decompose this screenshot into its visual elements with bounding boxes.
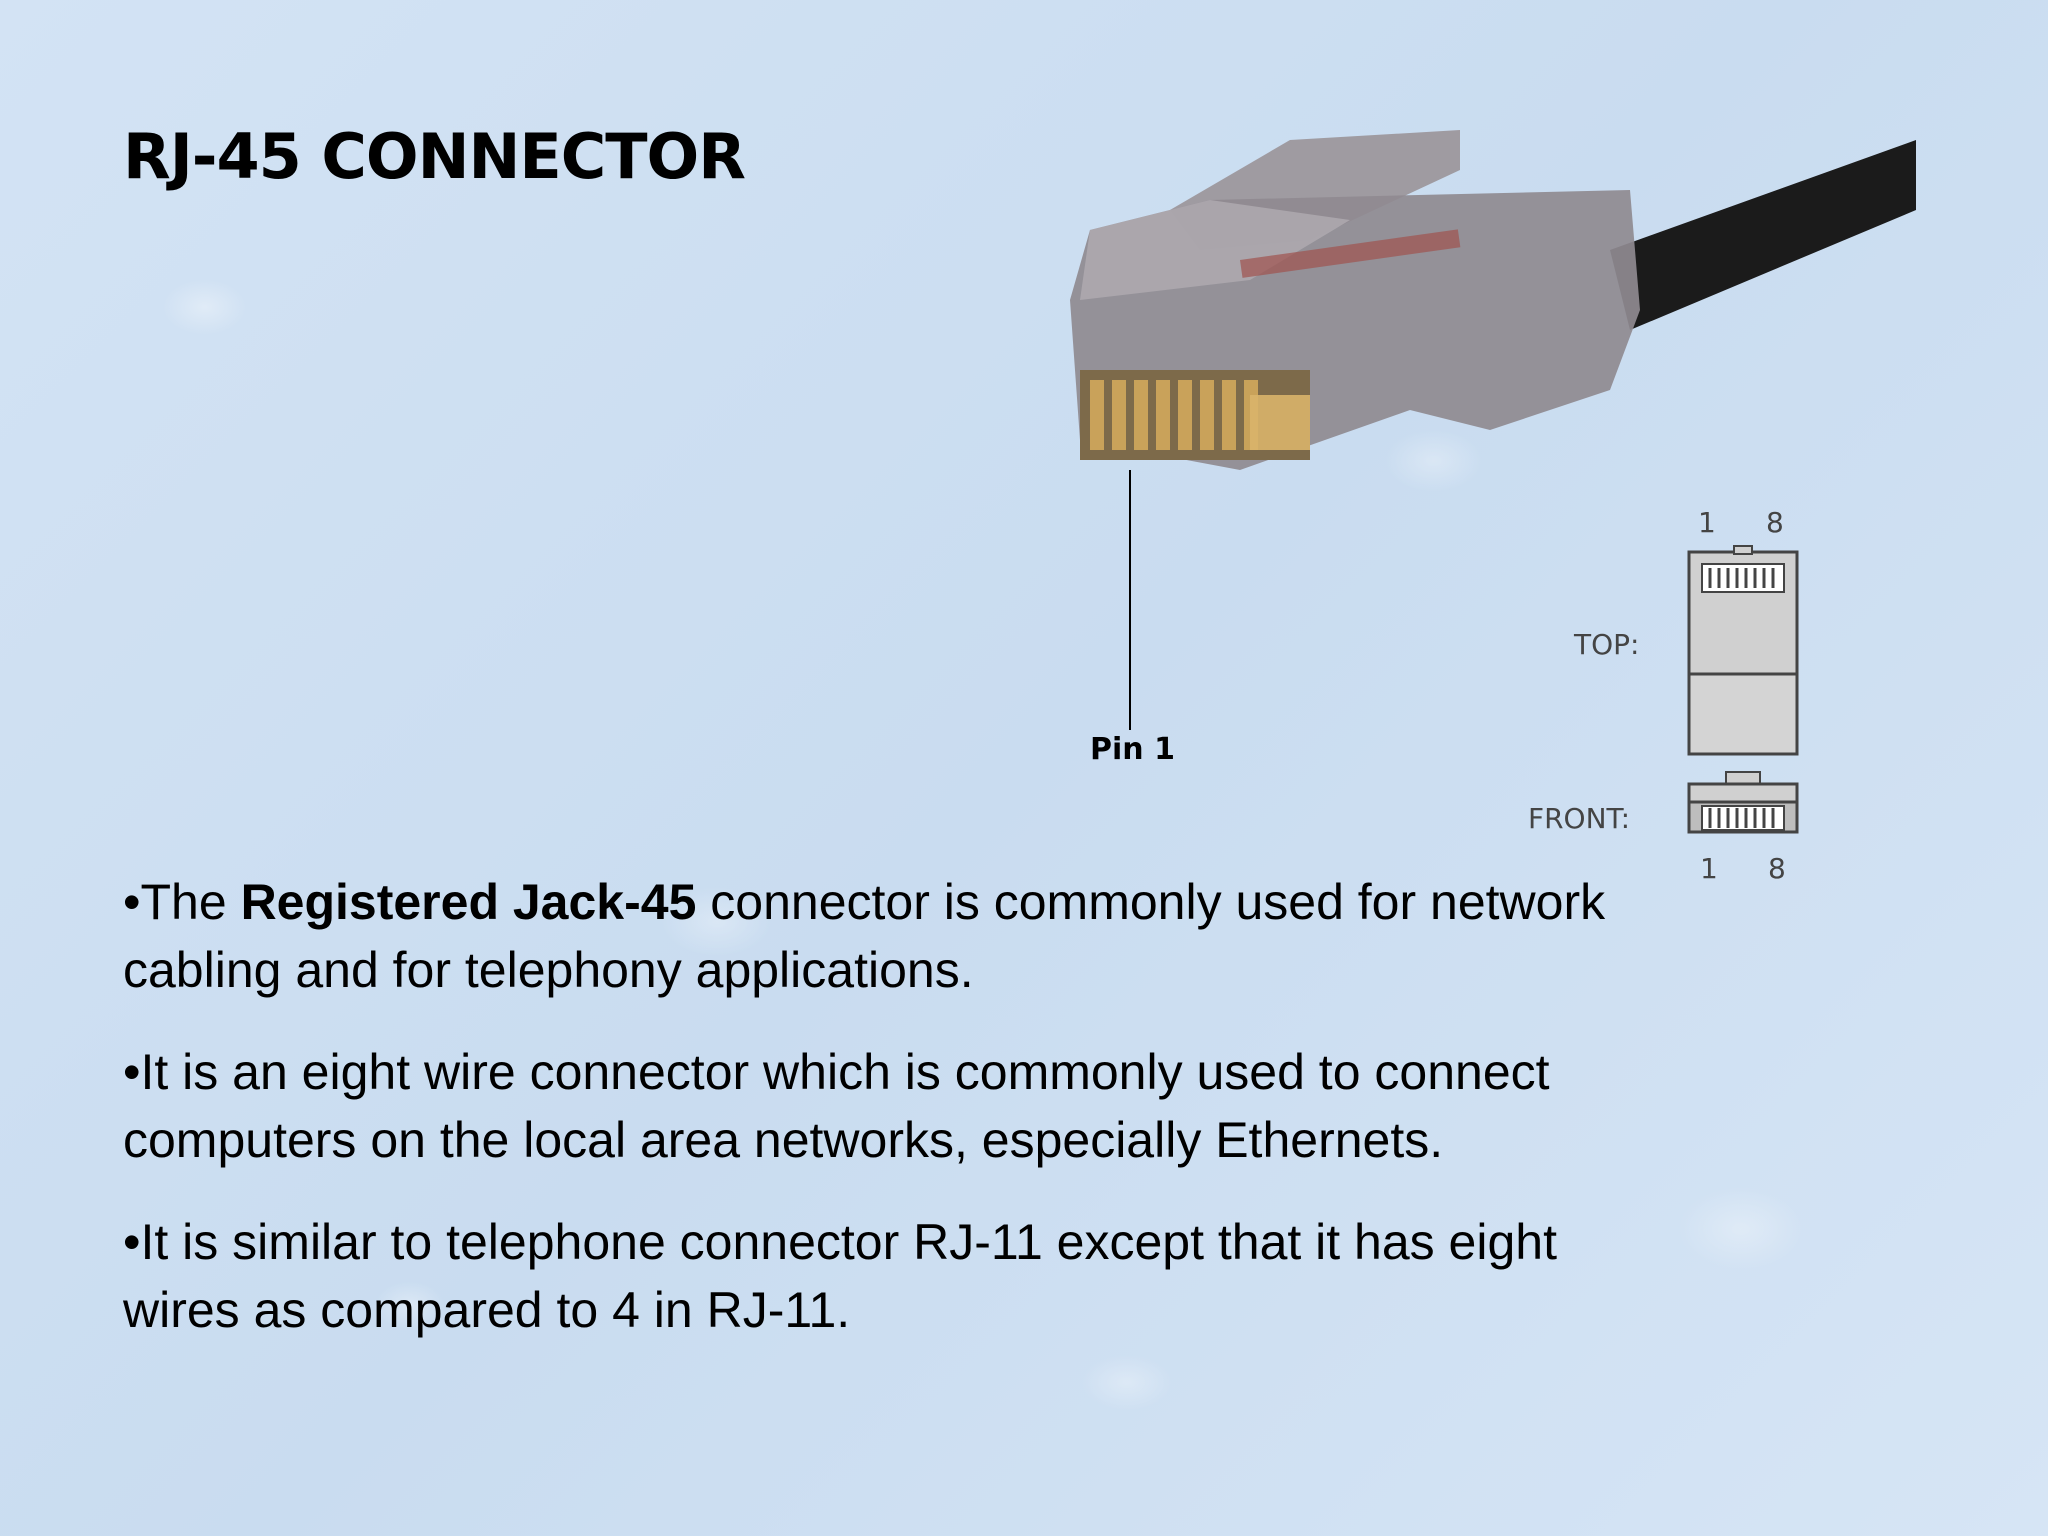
rj45-pinout-diagram: 1 8 TOP: FRONT: 1 8 xyxy=(1520,500,1820,890)
bullet-item: •It is similar to telephone connector RJ… xyxy=(123,1214,1557,1338)
bullet-item: •It is an eight wire connector which is … xyxy=(123,1044,1550,1168)
connector-outline-icon xyxy=(1687,545,1799,834)
top-pin-8-label: 8 xyxy=(1766,506,1784,539)
top-view-label: TOP: xyxy=(1574,628,1640,661)
top-pin-1-label: 1 xyxy=(1698,506,1716,539)
pin-1-label: Pin 1 xyxy=(1090,732,1175,767)
front-pin-8-label: 8 xyxy=(1768,852,1786,885)
front-view-label: FRONT: xyxy=(1528,802,1631,835)
front-pin-1-label: 1 xyxy=(1700,852,1718,885)
pin-1-leader-line xyxy=(1129,470,1131,730)
bullet-list: •The Registered Jack-45 connector is com… xyxy=(123,868,1683,1378)
bullet-item: •The Registered Jack-45 connector is com… xyxy=(123,874,1606,998)
rj45-connector-photo xyxy=(1070,130,1916,470)
slide-title: RJ-45 CONNECTOR xyxy=(123,120,746,193)
